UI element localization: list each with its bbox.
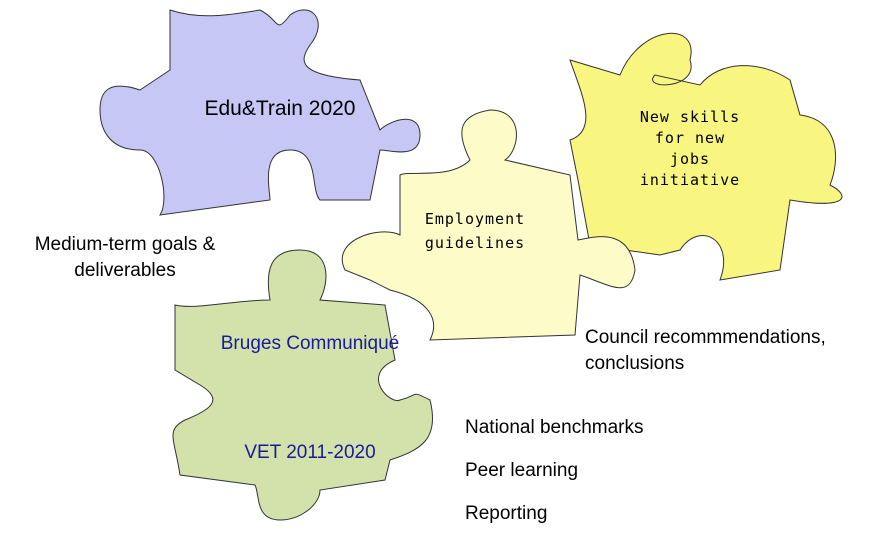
new-skills-label: New skills for new jobs initiative <box>639 108 741 189</box>
piece-bruges <box>172 249 434 521</box>
piece-employment <box>341 109 636 341</box>
medium-term-label: Medium-term goals & deliverables <box>34 234 216 281</box>
bruges-label: Bruges Communiqué <box>220 333 400 354</box>
council-label: Council recommmendations, conclusions <box>585 327 826 374</box>
employment-label: Employment guidelines <box>424 210 526 252</box>
piece-new-skills <box>569 32 843 281</box>
piece-edu-train <box>99 9 421 216</box>
peer-label: Peer learning <box>465 460 579 481</box>
reporting-label: Reporting <box>465 503 548 524</box>
vet-label: VET 2011-2020 <box>244 442 376 463</box>
benchmarks-label: National benchmarks <box>465 417 644 438</box>
edu-train-label: Edu&Train 2020 <box>204 97 356 120</box>
